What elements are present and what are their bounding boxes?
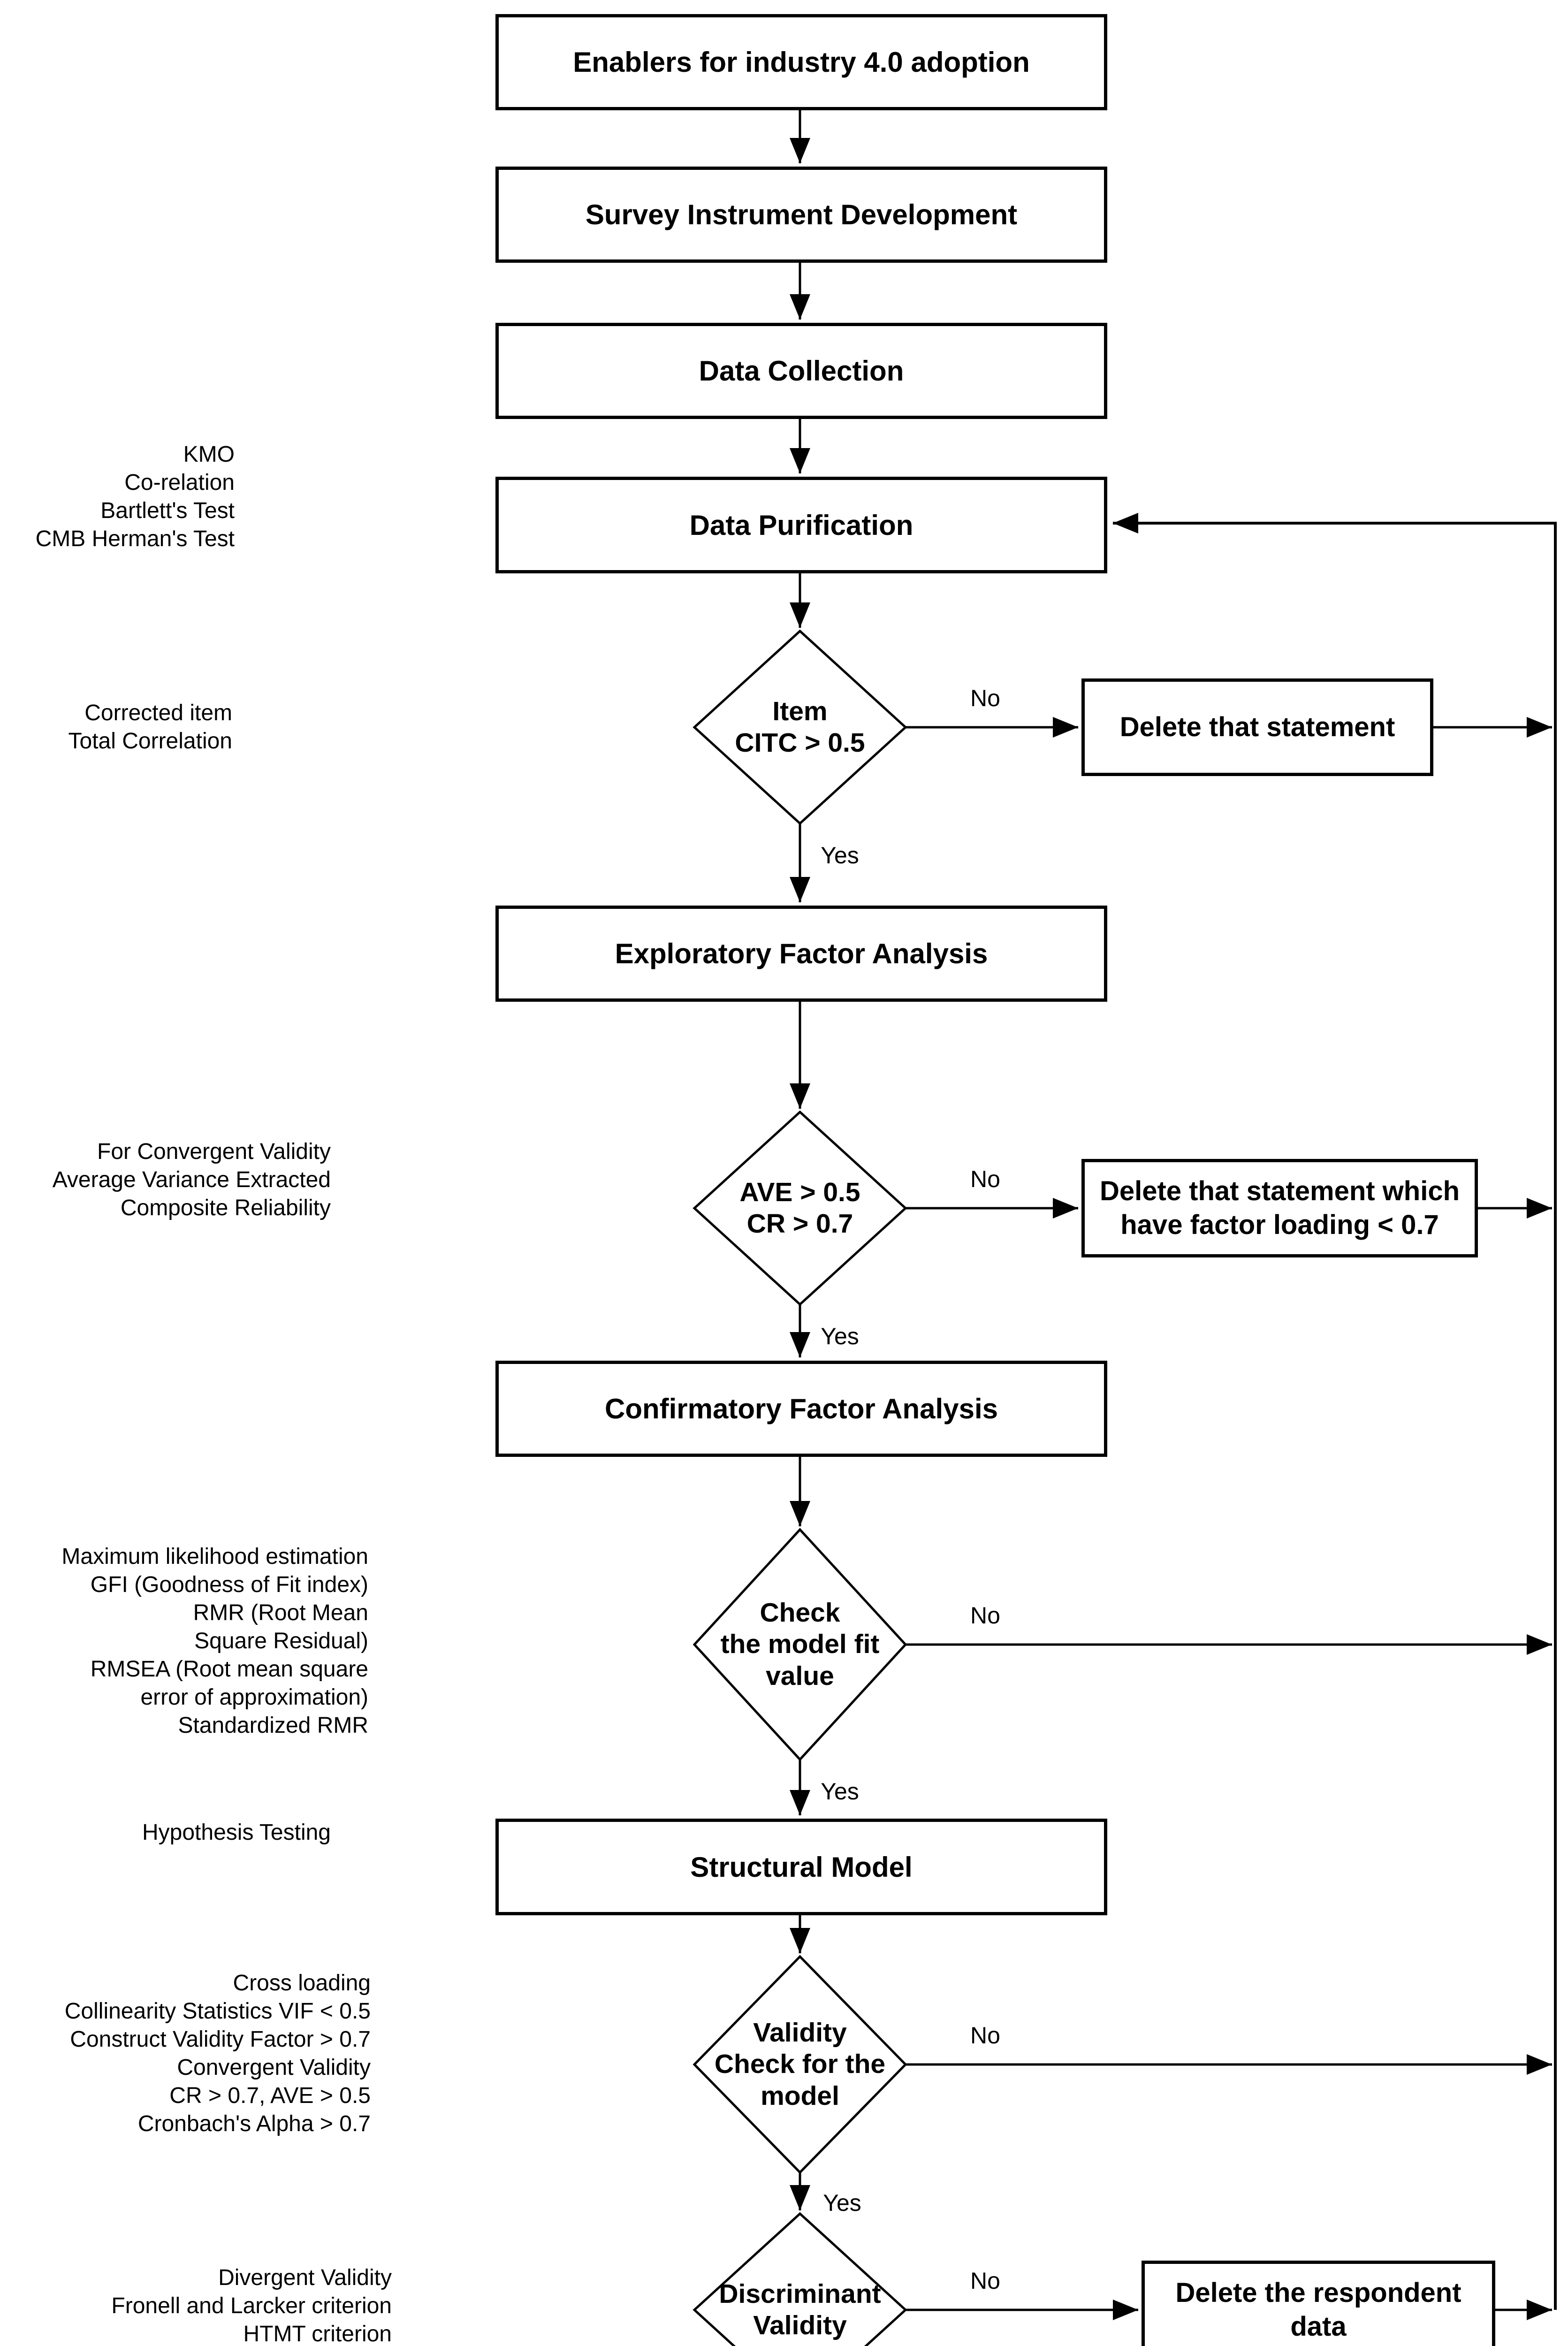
- decision-validity-line1: Validity: [753, 2018, 847, 2048]
- yes-label-model-fit: Yes: [821, 1778, 859, 1805]
- side-note-line: Composite Reliability: [120, 1196, 331, 1220]
- no-label-discriminant: No: [970, 2268, 1000, 2294]
- action-box-delete-respondent-line1: Delete the respondent: [1175, 2277, 1461, 2308]
- decision-model-fit-line3: value: [766, 1660, 834, 1691]
- side-note-line: CMB Herman's Test: [35, 526, 235, 551]
- side-note-line: Cronbach's Alpha > 0.7: [137, 2111, 371, 2136]
- side-note-line: Construct Validity Factor > 0.7: [70, 2027, 371, 2052]
- decision-model-fit-label: Check the model fit value: [690, 1597, 910, 1692]
- side-note-line: KMO: [183, 442, 235, 467]
- process-box-survey-label: Survey Instrument Development: [585, 199, 1018, 230]
- process-box-structural-model-label: Structural Model: [690, 1851, 913, 1883]
- side-note-line: Corrected item: [84, 701, 232, 725]
- side-note-line: Average Variance Extracted: [52, 1167, 331, 1192]
- decision-discriminant-line1: Discriminant: [719, 2278, 881, 2309]
- decision-discriminant-label: Discriminant Validity: [690, 2278, 910, 2342]
- side-note-line: RMR (Root Mean: [193, 1600, 368, 1625]
- side-note-line: Divergent Validity: [218, 2265, 392, 2290]
- side-note-line: Total Correlation: [68, 729, 233, 754]
- side-note-citc: Corrected item Total Correlation: [69, 699, 233, 755]
- process-box-data-collection-label: Data Collection: [699, 355, 904, 387]
- decision-diamond-citc: [693, 629, 907, 825]
- action-box-delete-low-loading-line1: Delete that statement which: [1099, 1175, 1460, 1206]
- no-label-validity: No: [970, 2022, 1000, 2049]
- action-box-delete-low-loading: Delete that statement which have factor …: [1081, 1159, 1478, 1257]
- action-box-delete-statement-label: Delete that statement: [1119, 711, 1395, 742]
- side-note-model-fit: Maximum likelihood estimation GFI (Goodn…: [61, 1543, 368, 1740]
- action-box-delete-statement: Delete that statement: [1081, 678, 1433, 776]
- side-note-line: Standardized RMR: [178, 1713, 368, 1738]
- decision-model-fit-line2: the model fit: [720, 1629, 880, 1660]
- side-note-discriminant: Divergent Validity Fronell and Larcker c…: [111, 2264, 392, 2346]
- decision-discriminant-line2: Validity: [753, 2310, 847, 2340]
- side-note-line: Hypothesis Testing: [142, 1820, 331, 1845]
- side-note-structural-model: Hypothesis Testing: [142, 1819, 331, 1847]
- process-box-structural-model: Structural Model: [495, 1819, 1107, 1915]
- decision-ave-cr-label: AVE > 0.5 CR > 0.7: [690, 1177, 910, 1240]
- action-box-delete-respondent-line2: data: [1290, 2311, 1347, 2342]
- decision-ave-cr-line2: CR > 0.7: [746, 1209, 853, 1239]
- yes-label-citc: Yes: [821, 842, 859, 868]
- decision-diamond-discriminant: [693, 2212, 907, 2346]
- side-note-line: Square Residual): [194, 1629, 368, 1653]
- process-box-cfa-label: Confirmatory Factor Analysis: [605, 1393, 998, 1424]
- process-box-data-purification-label: Data Purification: [689, 509, 913, 541]
- decision-diamond-validity: [693, 1955, 907, 2174]
- side-note-line: Bartlett's Test: [100, 498, 235, 523]
- side-note-line: RMSEA (Root mean square: [90, 1657, 368, 1682]
- side-note-line: Cross loading: [233, 1971, 371, 1996]
- action-box-delete-respondent: Delete the respondent data: [1142, 2261, 1495, 2346]
- decision-citc-line2: CITC > 0.5: [735, 728, 865, 758]
- side-note-line: Convergent Validity: [177, 2055, 371, 2080]
- decision-model-fit-line1: Check: [760, 1598, 840, 1628]
- decision-ave-cr-line1: AVE > 0.5: [739, 1177, 860, 1207]
- decision-citc-label: Item CITC > 0.5: [690, 696, 910, 759]
- side-note-line: Maximum likelihood estimation: [61, 1544, 368, 1569]
- feedback-line-to-data-purification: [1113, 513, 1557, 2310]
- decision-citc-line1: Item: [772, 696, 828, 726]
- yes-label-ave-cr: Yes: [821, 1323, 859, 1349]
- side-note-data-purification: KMO Co-relation Bartlett's Test CMB Herm…: [36, 441, 235, 553]
- side-note-line: GFI (Goodness of Fit index): [90, 1572, 368, 1597]
- side-note-line: error of approximation): [140, 1685, 368, 1710]
- process-box-data-collection: Data Collection: [495, 323, 1107, 419]
- process-box-data-purification: Data Purification: [495, 477, 1107, 573]
- no-label-citc: No: [970, 685, 1000, 711]
- decision-diamond-model-fit: [693, 1528, 907, 1761]
- no-label-model-fit: No: [970, 1602, 1000, 1629]
- action-box-delete-low-loading-line2: have factor loading < 0.7: [1120, 1210, 1439, 1240]
- side-note-validity: Cross loading Collinearity Statistics VI…: [65, 1969, 371, 2138]
- side-note-line: Co-relation: [124, 470, 235, 495]
- side-note-line: CR > 0.7, AVE > 0.5: [169, 2083, 371, 2108]
- no-label-ave-cr: No: [970, 1166, 1000, 1192]
- side-note-line: HTMT criterion: [243, 2322, 392, 2346]
- action-box-delete-respondent-label: Delete the respondent data: [1175, 2276, 1461, 2344]
- yes-label-validity: Yes: [823, 2190, 861, 2216]
- process-box-efa-label: Exploratory Factor Analysis: [615, 938, 988, 969]
- process-box-cfa: Confirmatory Factor Analysis: [495, 1361, 1107, 1457]
- process-box-survey: Survey Instrument Development: [495, 167, 1107, 263]
- decision-diamond-ave-cr: [693, 1110, 907, 1306]
- decision-validity-line3: model: [761, 2080, 839, 2111]
- decision-validity-label: Validity Check for the model: [690, 2017, 910, 2112]
- side-note-ave-cr: For Convergent Validity Average Variance…: [53, 1138, 331, 1222]
- process-box-enablers: Enablers for industry 4.0 adoption: [495, 14, 1107, 110]
- process-box-efa: Exploratory Factor Analysis: [495, 906, 1107, 1002]
- action-box-delete-low-loading-label: Delete that statement which have factor …: [1100, 1174, 1460, 1242]
- side-note-line: Fronell and Larcker criterion: [111, 2293, 392, 2318]
- side-note-line: Collinearity Statistics VIF < 0.5: [64, 1999, 371, 2024]
- decision-validity-line2: Check for the: [714, 2049, 886, 2079]
- process-box-enablers-label: Enablers for industry 4.0 adoption: [573, 46, 1030, 78]
- side-note-line: For Convergent Validity: [97, 1139, 331, 1164]
